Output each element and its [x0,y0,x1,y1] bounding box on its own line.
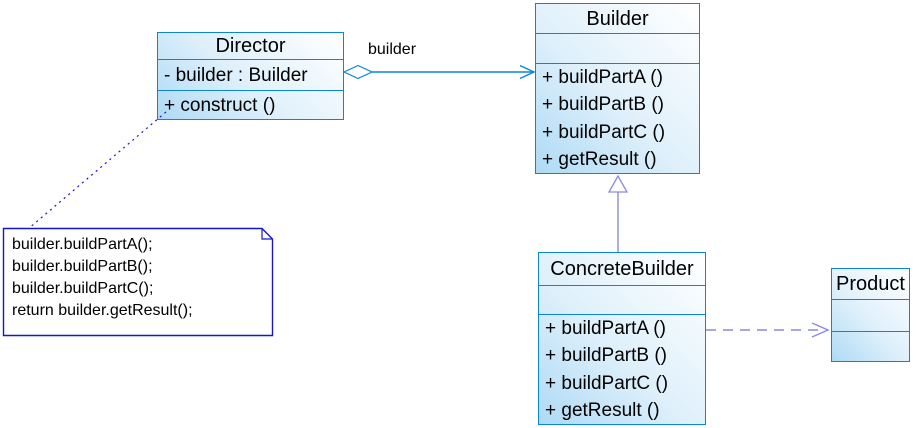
hollow-triangle-arrowhead-icon [607,174,629,193]
class-builder-methods: + buildPartA () + buildPartB () + buildP… [536,63,699,173]
uml-note[interactable] [2,227,274,337]
class-product-attributes-empty [832,299,909,331]
note-text: builder.buildPartA(); builder.buildPartB… [12,234,264,322]
open-arrowhead-icon [519,64,536,80]
note-code-line: builder.buildPartB(); [12,258,153,275]
class-director-attribute[interactable]: - builder : Builder [164,64,308,86]
note-code-line: return builder.getResult(); [12,302,193,319]
class-builder-method[interactable]: + buildPartB () [542,94,664,116]
dependency-concretebuilder-product[interactable] [706,322,830,338]
class-product-methods-empty [832,331,909,361]
note-code-line: builder.buildPartA(); [12,236,153,253]
note-fold-corner-icon [261,228,273,240]
note-anchor-line[interactable] [27,111,167,230]
class-builder-method[interactable]: + buildPartA () [542,67,663,89]
class-builder-attributes-empty [536,33,699,63]
class-director-methods: + construct () [158,90,343,119]
class-concrete-builder-attributes-empty [539,285,705,314]
open-arrowhead-icon [811,322,830,338]
class-director-method[interactable]: + construct () [164,94,276,116]
class-builder-title[interactable]: Builder [586,7,649,30]
aggregation-diamond-icon [342,64,374,80]
class-concrete-builder[interactable]: ConcreteBuilder + buildPartA () + buildP… [538,252,706,425]
class-builder-method[interactable]: + buildPartC () [542,121,666,143]
class-concrete-builder-methods: + buildPartA () + buildPartB () + buildP… [539,314,705,424]
class-concrete-builder-method[interactable]: + buildPartC () [545,372,669,394]
class-product[interactable]: Product [831,268,910,362]
class-director[interactable]: Director - builder : Builder + construct… [157,32,344,120]
class-concrete-builder-method[interactable]: + buildPartA () [545,318,666,340]
class-concrete-builder-method[interactable]: + getResult () [545,399,660,421]
class-concrete-builder-method[interactable]: + buildPartB () [545,345,667,367]
note-shape[interactable] [2,227,274,337]
class-builder[interactable]: Builder + buildPartA () + buildPartB () … [535,3,700,174]
association-director-builder[interactable] [342,64,536,80]
class-builder-method[interactable]: + getResult () [542,148,657,170]
class-product-title[interactable]: Product [836,273,905,295]
class-director-attributes: - builder : Builder [158,59,343,90]
class-concrete-builder-title[interactable]: ConcreteBuilder [550,258,694,280]
class-director-title[interactable]: Director [215,35,286,57]
association-role-label: builder [368,41,417,58]
note-code-line: builder.buildPartC(); [12,280,154,297]
generalization-concretebuilder-builder[interactable] [607,174,629,252]
